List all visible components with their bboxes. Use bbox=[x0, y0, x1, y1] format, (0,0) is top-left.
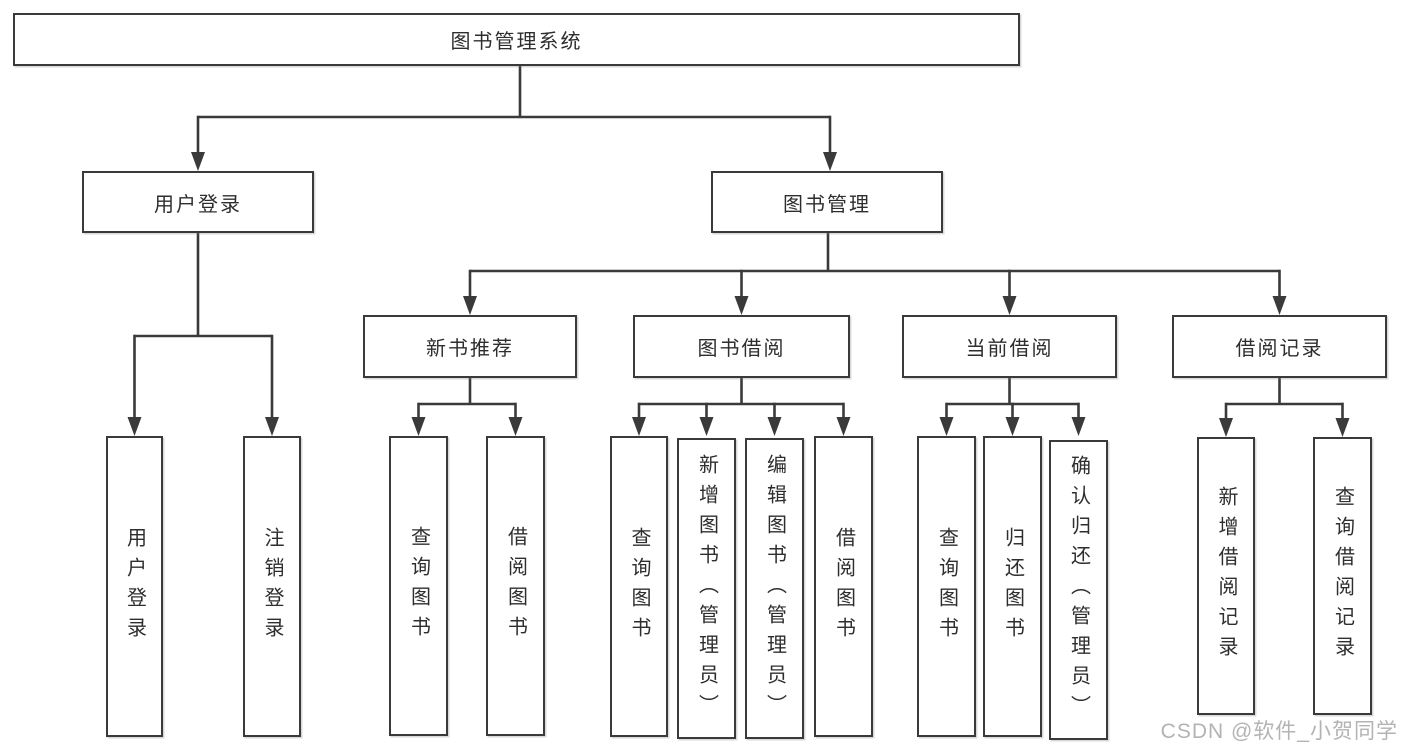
node-leaf-edit-books-admin: 编辑图书（管理员） bbox=[745, 438, 804, 739]
node-label: 查询借阅记录 bbox=[1331, 486, 1354, 666]
node-label: 新书推荐 bbox=[426, 338, 514, 360]
node-label: 新增借阅记录 bbox=[1215, 486, 1237, 666]
node-label: 归还图书 bbox=[1001, 526, 1024, 647]
node-label: 查询图书 bbox=[407, 526, 430, 646]
node-label: 用户登录 bbox=[154, 193, 242, 216]
node-leaf-confirm-return-admin: 确认归还（管理员） bbox=[1049, 440, 1108, 740]
arrowhead-down-icon bbox=[1002, 296, 1017, 315]
arrowhead-down-icon bbox=[1219, 418, 1233, 437]
node-leaf-query-books: 查询图书 bbox=[389, 436, 448, 736]
arrowhead-down-icon bbox=[1335, 418, 1350, 437]
arrowhead-down-icon bbox=[463, 296, 477, 315]
node-leaf-query-books: 查询图书 bbox=[610, 436, 668, 737]
node-root-label: 图书管理系统 bbox=[450, 31, 583, 53]
watermark: CSDN @软件_小贺同学 bbox=[1160, 720, 1398, 743]
node-label: 当前借阅 bbox=[965, 338, 1054, 360]
node-label: 图书借阅 bbox=[697, 338, 786, 360]
arrowhead-down-icon bbox=[632, 417, 646, 436]
arrowhead-down-icon bbox=[734, 296, 749, 315]
node-label: 借阅记录 bbox=[1235, 338, 1324, 360]
arrowhead-down-icon bbox=[191, 152, 205, 171]
node-label: 借阅图书 bbox=[832, 526, 855, 647]
node-root: 图书管理系统 bbox=[13, 13, 1020, 66]
node-label: 新增图书（管理员） bbox=[695, 453, 718, 724]
node-book-mgmt-branch: 图书管理 bbox=[711, 171, 943, 233]
connector-current-to-leaves bbox=[939, 378, 1086, 436]
arrowhead-down-icon bbox=[127, 417, 142, 436]
arrowhead-down-icon bbox=[823, 152, 837, 171]
connector-mgmt-to-sections bbox=[463, 233, 1287, 315]
node-leaf-add-borrow-record: 新增借阅记录 bbox=[1197, 437, 1255, 715]
arrowhead-down-icon bbox=[939, 417, 954, 436]
node-leaf-logout: 注销登录 bbox=[243, 436, 301, 737]
node-label: 注销登录 bbox=[261, 526, 283, 647]
node-label: 确认归还（管理员） bbox=[1067, 455, 1090, 725]
connector-borrowing-to-leaves bbox=[632, 378, 851, 436]
arrowhead-down-icon bbox=[508, 417, 523, 436]
node-label: 图书管理 bbox=[783, 193, 871, 216]
connector-root-to-level2 bbox=[191, 66, 837, 171]
arrowhead-down-icon bbox=[411, 417, 426, 436]
node-label: 查询图书 bbox=[935, 526, 958, 647]
node-new-book-recommend: 新书推荐 bbox=[363, 315, 577, 378]
arrowhead-down-icon bbox=[767, 417, 782, 436]
node-leaf-borrow-books: 借阅图书 bbox=[814, 436, 873, 737]
arrowhead-down-icon bbox=[699, 417, 714, 436]
node-leaf-borrow-books: 借阅图书 bbox=[486, 436, 545, 736]
node-label: 用户登录 bbox=[123, 526, 146, 647]
node-leaf-query-borrow-record: 查询借阅记录 bbox=[1313, 437, 1372, 715]
arrowhead-down-icon bbox=[1272, 296, 1287, 315]
node-leaf-query-books: 查询图书 bbox=[917, 436, 976, 737]
arrowhead-down-icon bbox=[265, 417, 279, 436]
node-label: 借阅图书 bbox=[504, 526, 527, 646]
node-leaf-return-books: 归还图书 bbox=[983, 436, 1042, 737]
node-book-borrowing: 图书借阅 bbox=[633, 315, 850, 378]
node-label: 查询图书 bbox=[628, 526, 650, 647]
node-user-login-branch: 用户登录 bbox=[82, 171, 314, 233]
connector-records-to-leaves bbox=[1219, 378, 1350, 437]
node-leaf-user-login: 用户登录 bbox=[106, 436, 163, 737]
arrowhead-down-icon bbox=[1071, 417, 1086, 436]
connector-recommend-to-leaves bbox=[411, 378, 523, 436]
node-current-borrowing: 当前借阅 bbox=[902, 315, 1117, 378]
node-borrow-records: 借阅记录 bbox=[1172, 315, 1387, 378]
node-label: 编辑图书（管理员） bbox=[763, 453, 786, 724]
arrowhead-down-icon bbox=[1005, 417, 1020, 436]
node-leaf-add-books-admin: 新增图书（管理员） bbox=[677, 438, 736, 739]
connector-login-to-leaves bbox=[127, 233, 279, 436]
arrowhead-down-icon bbox=[836, 417, 851, 436]
